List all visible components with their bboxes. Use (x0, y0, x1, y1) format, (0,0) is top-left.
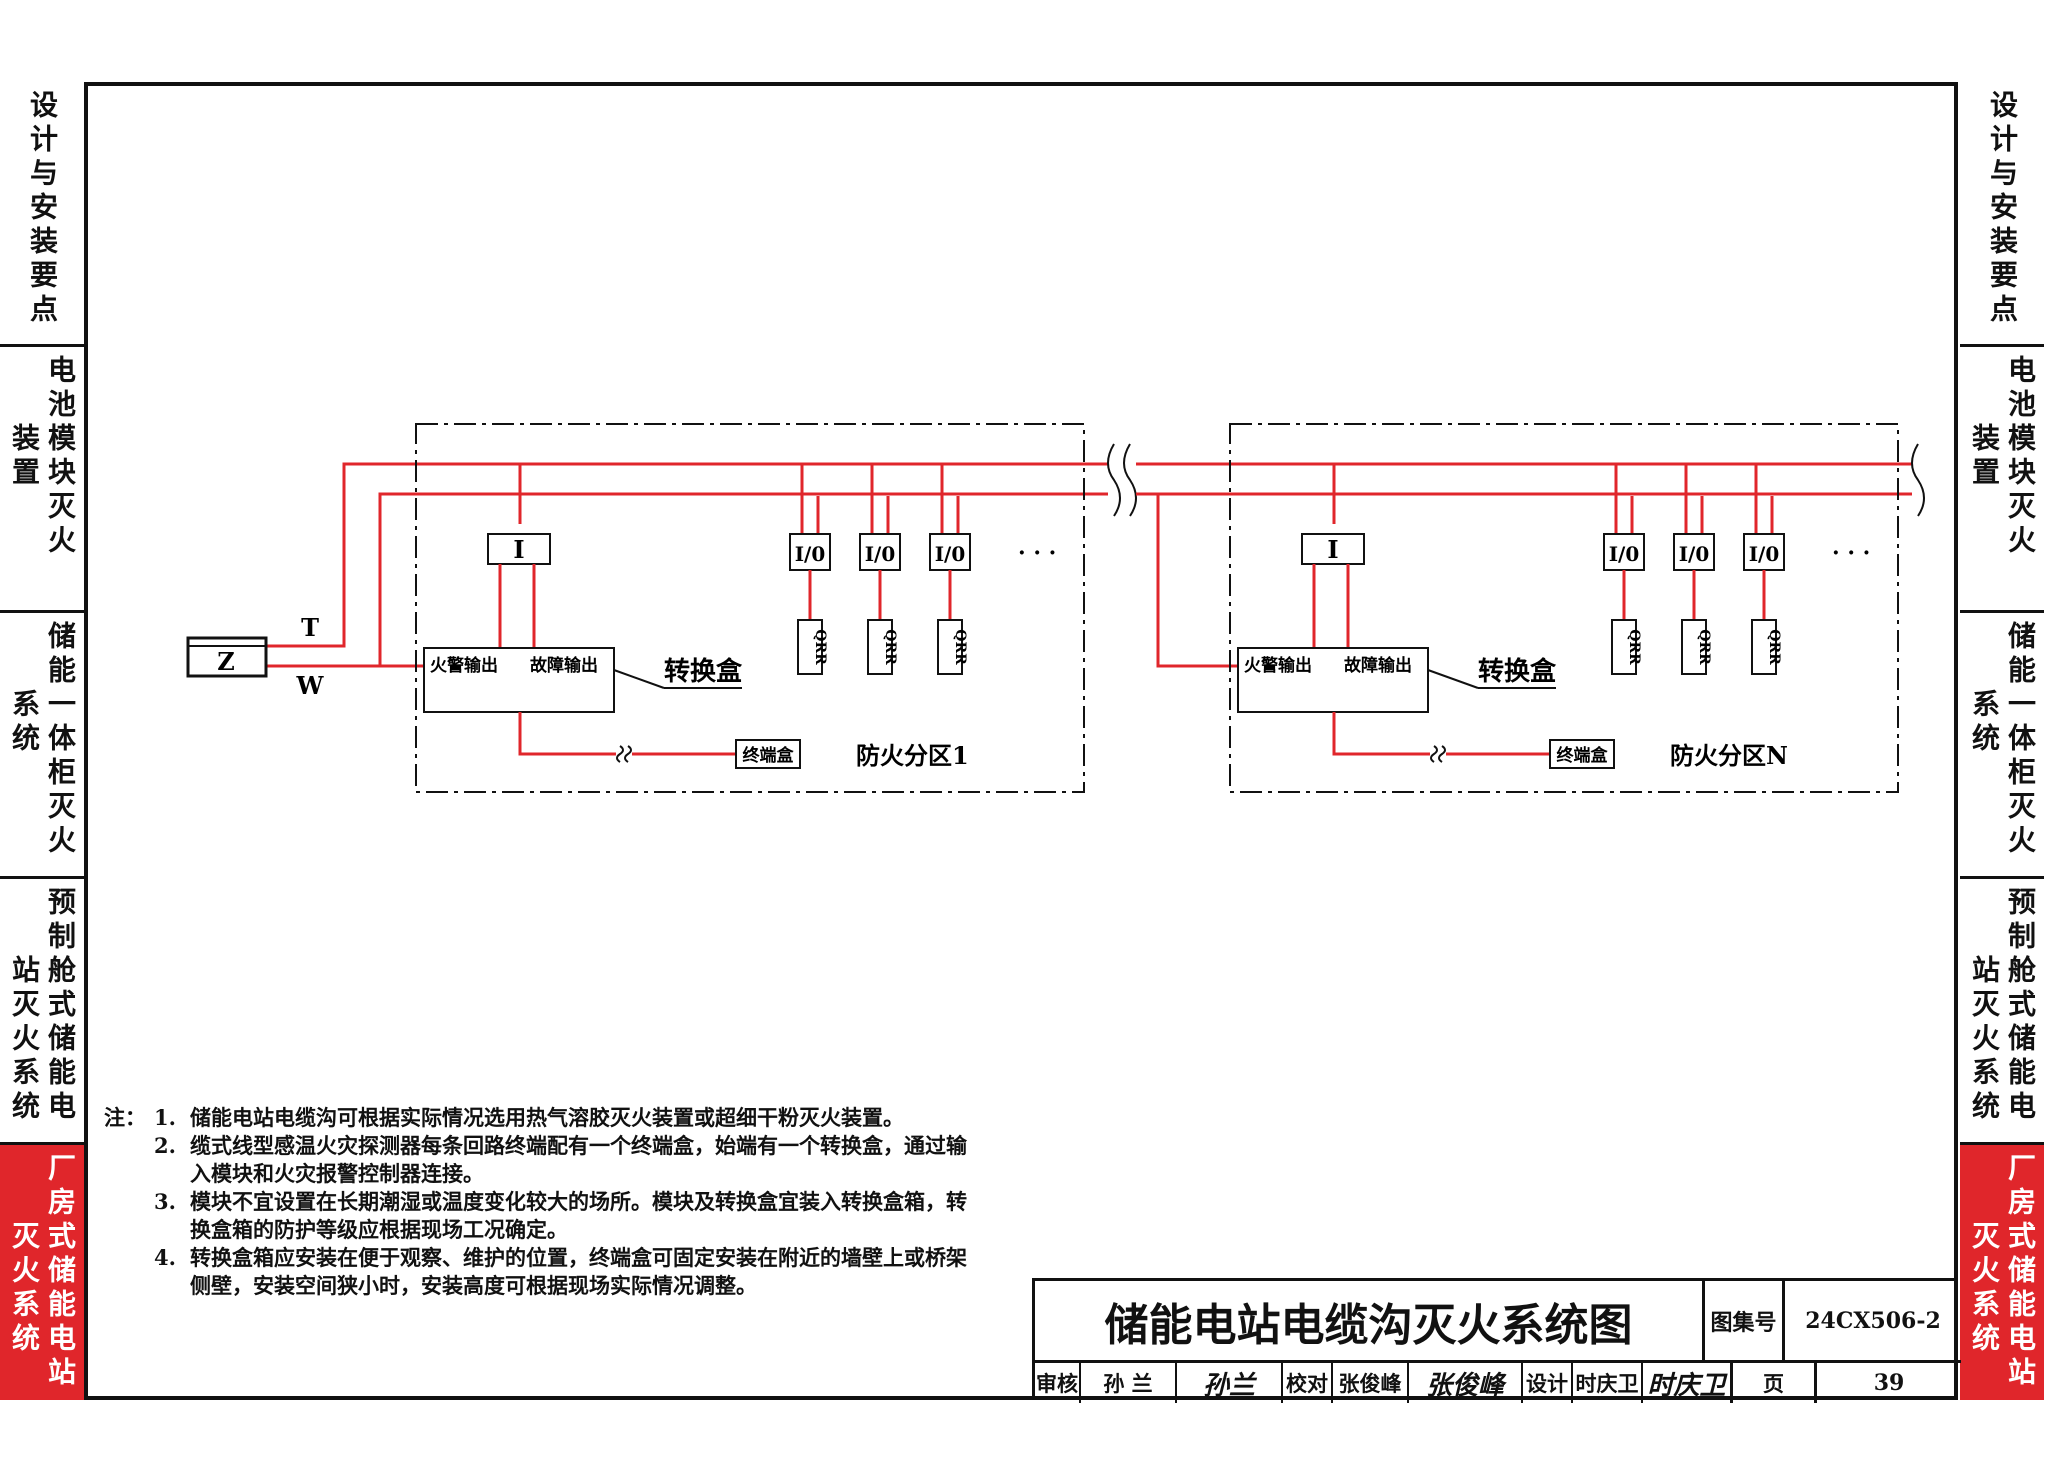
input-module-label: I (1327, 535, 1338, 564)
sidebar-section-label: 灭火系统 (8, 1221, 41, 1357)
conversion-box-label: 转换盒 (1478, 656, 1557, 687)
fire-output-label: 火警输出 (430, 655, 498, 676)
io-module-label: I/0 (1679, 542, 1710, 566)
sidebar-section-label: 站灭火系统 (8, 955, 41, 1125)
sidebar-section[interactable]: 厂房式储能电站灭火系统 (0, 1142, 84, 1400)
sidebar-section[interactable]: 储能一体柜灭火系统 (1960, 610, 2044, 876)
check-signature: 张俊峰 (1409, 1363, 1523, 1403)
sidebar-section[interactable]: 预制舱式储能电站灭火系统 (1960, 876, 2044, 1142)
sidebar-section-label: 储能一体柜灭火 (44, 621, 77, 859)
io-module-label: I/0 (795, 542, 826, 566)
sidebar-section-label: 站灭火系统 (1968, 955, 2001, 1125)
bus-t-line-1 (266, 462, 1108, 648)
bus-t-label: T (301, 613, 319, 642)
sidebar-section[interactable]: 电池模块灭火装置 (1960, 344, 2044, 610)
qrr-label: QRR (1626, 629, 1642, 665)
fire-zone-1: I I/0 I/0 I/0 QRR QRR QRR · · · 火警输出 故障输… (414, 422, 1086, 794)
io-module-label: I/0 (1749, 542, 1780, 566)
sidebar-section[interactable]: 电池模块灭火装置 (0, 344, 84, 610)
sidebar-section-label: 电池模块灭火 (44, 355, 77, 559)
drawing-title: 储能电站电缆沟灭火系统图 (1035, 1281, 1705, 1363)
sidebar-section-label: 电池模块灭火 (2004, 355, 2037, 559)
ellipsis: · · · (1832, 540, 1870, 566)
check-name: 张俊峰 (1333, 1363, 1409, 1403)
input-module-label: I (513, 535, 524, 564)
check-label: 校对 (1283, 1363, 1333, 1403)
atlas-label: 图集号 (1705, 1281, 1785, 1363)
sidebar-section-label: 系统 (1968, 689, 2001, 757)
right-sidebar: 设计与安装要点电池模块灭火装置储能一体柜灭火系统预制舱式储能电站灭火系统厂房式储… (1960, 82, 2044, 1400)
sidebar-section[interactable]: 厂房式储能电站灭火系统 (1960, 1142, 2044, 1400)
sidebar-section[interactable]: 设计与安装要点 (0, 82, 84, 344)
review-name: 孙 兰 (1081, 1363, 1177, 1403)
fire-zone-n: I I/0 I/0 I/0 QRR QRR QRR · · · 火警输出 故障输… (1228, 422, 1900, 794)
review-signature: 孙兰 (1177, 1363, 1283, 1403)
notes: 注： 1.储能电站电缆沟可根据实际情况选用热气溶胶灭火装置或超细干粉灭火装置。 … (104, 1104, 984, 1300)
io-module-label: I/0 (935, 542, 966, 566)
sidebar-section-label: 厂房式储能电站 (2004, 1153, 2037, 1391)
ellipsis: · · · (1018, 540, 1056, 566)
sidebar-section[interactable]: 预制舱式储能电站灭火系统 (0, 876, 84, 1142)
qrr-label: QRR (1766, 629, 1782, 665)
qrr-label: QRR (882, 629, 898, 665)
note-item: 4.转换盒箱应安装在便于观察、维护的位置，终端盒可固定安装在附近的墙壁上或桥架侧… (154, 1245, 967, 1298)
controller-z-box (186, 636, 268, 678)
sidebar-section-label: 预制舱式储能电 (2004, 887, 2037, 1125)
fault-output-label: 故障输出 (530, 655, 598, 676)
drawing-frame (84, 82, 1958, 1400)
qrr-label: QRR (1696, 629, 1712, 665)
note-item: 2.缆式线型感温火灾探测器每条回路终端配有一个终端盒，始端有一个转换盒，通过输入… (154, 1133, 967, 1186)
io-module-label: I/0 (865, 542, 896, 566)
sidebar-section-label: 设计与安装要点 (1986, 90, 2019, 328)
sidebar-section-label: 厂房式储能电站 (44, 1153, 77, 1391)
bus-w-label: W (296, 671, 325, 700)
design-name: 时庆卫 (1573, 1363, 1643, 1403)
end-box-label: 终端盒 (743, 745, 795, 766)
note-item: 1.储能电站电缆沟可根据实际情况选用热气溶胶灭火装置或超细干粉灭火装置。 (154, 1105, 904, 1130)
review-label: 审核 (1035, 1363, 1081, 1403)
sidebar-section-label: 装置 (8, 423, 41, 491)
sidebar-section[interactable]: 储能一体柜灭火系统 (0, 610, 84, 876)
title-block: 储能电站电缆沟灭火系统图 图集号 24CX506-2 审核 孙 兰 孙兰 校对 … (1032, 1278, 1961, 1403)
sidebar-section[interactable]: 设计与安装要点 (1960, 82, 2044, 344)
design-label: 设计 (1523, 1363, 1573, 1403)
conversion-box-label: 转换盒 (664, 656, 743, 687)
notes-heading: 注： (104, 1105, 146, 1130)
sidebar-section-label: 设计与安装要点 (26, 90, 59, 328)
bus-w-line-1 (266, 492, 1108, 668)
sidebar-section-label: 预制舱式储能电 (44, 887, 77, 1125)
page-label: 页 (1733, 1363, 1817, 1403)
sidebar-section-label: 储能一体柜灭火 (2004, 621, 2037, 859)
sidebar-section-label: 装置 (1968, 423, 2001, 491)
page-number: 39 (1873, 1370, 1905, 1396)
left-sidebar: 设计与安装要点电池模块灭火装置储能一体柜灭火系统预制舱式储能电站灭火系统厂房式储… (0, 82, 84, 1400)
fault-output-label: 故障输出 (1344, 655, 1412, 676)
zone-name: 防火分区N (1670, 741, 1788, 770)
sidebar-section-label: 系统 (8, 689, 41, 757)
qrr-label: QRR (952, 629, 968, 665)
end-box-label: 终端盒 (1557, 745, 1609, 766)
atlas-number: 24CX506-2 (1785, 1281, 1961, 1363)
fire-output-label: 火警输出 (1244, 655, 1312, 676)
qrr-label: QRR (812, 629, 828, 665)
io-module-label: I/0 (1609, 542, 1640, 566)
controller-z-label: Z (217, 647, 235, 676)
sidebar-section-label: 灭火系统 (1968, 1221, 2001, 1357)
zone-name: 防火分区1 (856, 741, 969, 770)
note-item: 3.模块不宜设置在长期潮湿或温度变化较大的场所。模块及转换盒宜装入转换盒箱，转换… (154, 1189, 967, 1242)
design-signature: 时庆卫 (1643, 1363, 1733, 1403)
